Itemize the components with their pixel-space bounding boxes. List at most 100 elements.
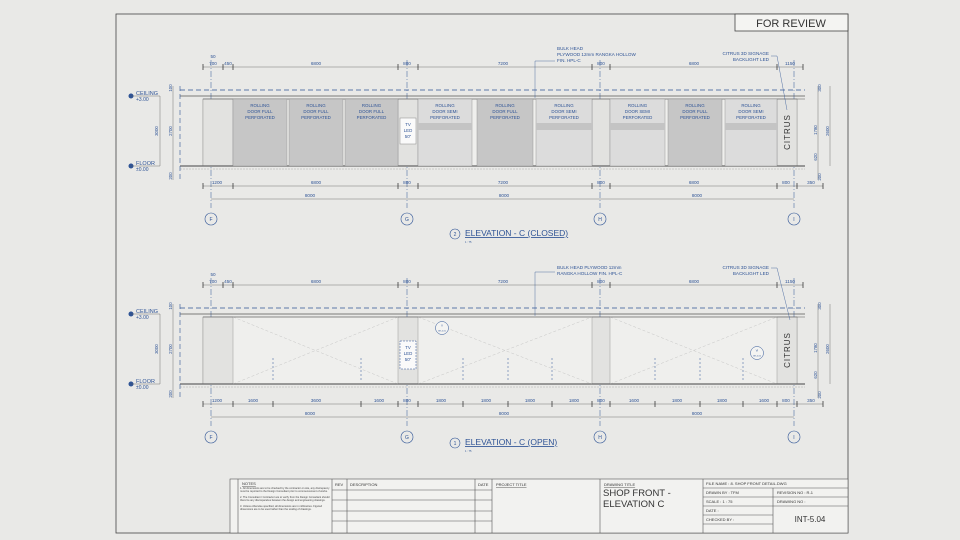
dimension-value: 2600 xyxy=(825,126,830,136)
dimension-value: 800 xyxy=(597,61,605,66)
door-label: DOOR SEMI xyxy=(738,109,763,114)
dimension-value: 200 xyxy=(168,172,173,180)
dimension-value: 6800 xyxy=(689,61,700,66)
dimension-value: 1780 xyxy=(813,343,818,353)
door-label: DOOR FULL xyxy=(359,109,385,114)
dimension-value: 1800 xyxy=(672,398,683,403)
grid-label: G xyxy=(405,217,409,223)
tv-label: TV xyxy=(405,345,411,350)
dimension-value: 2600 xyxy=(825,344,830,354)
note-3: 3. Unless otherwise specified, all dimen… xyxy=(240,505,323,511)
view-number: 2 xyxy=(454,232,457,238)
door-label: PERFORATED xyxy=(301,115,331,120)
door-label: DOOR FULL xyxy=(247,109,273,114)
grid-label: F xyxy=(209,435,212,441)
door-label: PERFORATED xyxy=(357,115,387,120)
grid-bubble xyxy=(787,212,801,226)
perforated-band xyxy=(610,123,665,130)
dimension-value: 800 xyxy=(597,398,605,403)
citrus-signage: CITRUS xyxy=(783,114,792,150)
semi-perforated-door xyxy=(724,98,778,167)
review-stamp-box xyxy=(734,13,849,32)
grid-dimension-value: 8000 xyxy=(692,193,703,198)
semi-perforated-door xyxy=(609,98,666,167)
callout-label: V xyxy=(441,324,443,328)
grid-label: I xyxy=(793,435,794,441)
level-value: ±0.00 xyxy=(136,167,149,173)
revision-no: REVISION NO : R-1 xyxy=(777,490,814,495)
full-perforated-door xyxy=(667,98,723,167)
grid-bubble xyxy=(400,212,414,226)
grid-bubble xyxy=(593,430,607,444)
dimension-value: 350 xyxy=(807,180,815,185)
annotation-text: CITRUS 3D SIGNAGE xyxy=(723,51,769,56)
door-label: DOOR SEMI xyxy=(625,109,650,114)
dimension-value: 620 xyxy=(813,153,818,161)
dimension-value: 7200 xyxy=(498,279,509,284)
door-label: ROLLING xyxy=(306,103,326,108)
dimension-value: 6800 xyxy=(311,279,322,284)
citrus-signage: CITRUS xyxy=(783,332,792,368)
dimension-value: 620 xyxy=(813,371,818,379)
callout-label: VI xyxy=(756,349,759,353)
dimension-value: 700 xyxy=(209,279,217,284)
dimension-value: 3000 xyxy=(154,126,159,136)
annotation-text: BACKLIGHT LED xyxy=(733,57,770,62)
level-name: CEILING xyxy=(136,309,158,315)
dimension-value: 300 xyxy=(817,302,822,310)
note-2: 2. The Consultant / Contractor are to ve… xyxy=(240,496,330,502)
dimension-value: 6800 xyxy=(689,180,700,185)
dimension-value: 450 xyxy=(224,279,232,284)
callout-ref: INT-5.06 xyxy=(753,356,762,358)
dimension-value: 1600 xyxy=(629,398,640,403)
dimension-value: 800 xyxy=(403,180,411,185)
door-label: PERFORATED xyxy=(680,115,710,120)
dimension-value: 6800 xyxy=(311,180,322,185)
annotation-text: RANGKA HOLLOW FIN. HPL-C xyxy=(557,271,623,276)
grid-label: I xyxy=(793,217,794,223)
grid-label: H xyxy=(598,217,602,223)
semi-perforated-door xyxy=(535,98,593,167)
elevation-scale: 1 : 75 xyxy=(465,240,472,244)
drawing-title: SHOP FRONT - ELEVATION C xyxy=(603,488,671,510)
view-number: 1 xyxy=(454,441,457,447)
grid-bubble xyxy=(593,212,607,226)
dimension-value: 200 xyxy=(817,391,822,399)
dimension-value: 700 xyxy=(209,61,217,66)
door-label: ROLLING xyxy=(628,103,648,108)
dimension-value: 100 xyxy=(168,84,173,92)
grid-bubble xyxy=(204,212,218,226)
rev-heading: REV xyxy=(335,482,344,487)
grid-dimension-value: 8000 xyxy=(305,193,316,198)
dimension-value: 1150 xyxy=(785,279,795,284)
leader-line xyxy=(776,267,791,321)
dimension-value: 1200 xyxy=(212,398,223,403)
level-name: CEILING xyxy=(136,91,158,97)
door-label: ROLLING xyxy=(554,103,574,108)
grid-label: H xyxy=(598,435,602,441)
dimension-value: 7200 xyxy=(498,61,509,66)
dimension-value: 1200 xyxy=(212,180,223,185)
dimension-value: 50 xyxy=(210,272,216,277)
grid-bubble xyxy=(400,430,414,444)
door-label: PERFORATED xyxy=(623,115,653,120)
door-label: ROLLING xyxy=(250,103,270,108)
annotation-text: PLYWOOD 12mm RANGKA HOLLOW xyxy=(557,52,636,57)
door-label: DOOR FULL xyxy=(492,109,518,114)
perforated-band xyxy=(725,123,777,130)
level-name: FLOOR xyxy=(136,379,155,385)
scale-field: SCALE : 1 : 75 xyxy=(706,499,733,504)
checked-by: CHECKED BY : xyxy=(706,517,734,522)
view-number-bubble xyxy=(449,437,461,449)
level-value: +3.00 xyxy=(136,315,149,321)
